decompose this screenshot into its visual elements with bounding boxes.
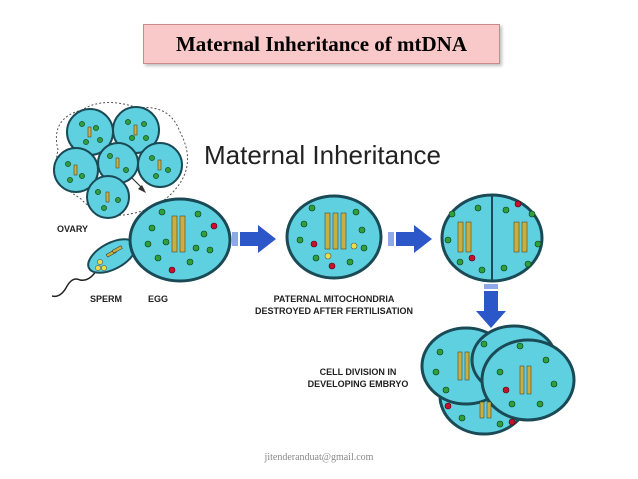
ovary-chromosomes	[73, 124, 162, 203]
division-caption-line-1: CELL DIVISION IN	[320, 367, 397, 377]
sperm-label: SPERM	[90, 294, 122, 304]
diagram-heading: Maternal Inheritance	[204, 140, 441, 170]
embryo-cluster	[420, 324, 576, 436]
dividing-mitochondria-red	[468, 200, 522, 262]
fertilised-chromosomes	[324, 212, 347, 250]
dividing-chromosomes	[457, 221, 528, 253]
fertilised-mitochondria-paternal	[324, 242, 358, 260]
egg-chromosomes	[171, 215, 186, 253]
egg-label: EGG	[148, 294, 168, 304]
ovary-outline	[55, 102, 188, 216]
paternal-caption-line-2: DESTROYED AFTER FERTILISATION	[255, 306, 413, 316]
dividing-mitochondria-maternal	[444, 204, 542, 274]
footer-email: jitenderanduat@gmail.com	[264, 452, 374, 463]
embryo-mitochondria-maternal	[432, 340, 558, 428]
embryo-mitochondria-red	[444, 386, 516, 426]
ovary	[53, 102, 188, 219]
ovary-label: OVARY	[57, 224, 88, 234]
egg-mitochondria-maternal	[144, 208, 214, 266]
sperm	[51, 238, 137, 298]
ovary-mitochondria	[65, 119, 171, 211]
embryo-chromosomes	[457, 351, 532, 419]
egg-cell	[128, 197, 232, 283]
dividing-cell	[440, 193, 544, 283]
division-caption-line-2: DEVELOPING EMBRYO	[308, 379, 409, 389]
ovary-arrowhead	[138, 185, 146, 193]
flow-arrow-1	[232, 225, 276, 253]
sperm-tail	[51, 267, 99, 298]
fertilised-cell	[285, 194, 383, 280]
slide-title: Maternal Inheritance of mtDNA	[143, 24, 500, 64]
sperm-mitochondria	[95, 259, 107, 271]
flow-arrow-down	[476, 284, 506, 328]
sperm-chromosomes	[105, 245, 123, 258]
flow-arrow-2	[388, 225, 432, 253]
fertilised-mitochondria-red	[310, 240, 336, 270]
fertilised-mitochondria-maternal	[296, 204, 368, 266]
egg-mitochondria-red	[168, 222, 218, 274]
paternal-caption-line-1: PATERNAL MITOCHONDRIA	[274, 294, 395, 304]
